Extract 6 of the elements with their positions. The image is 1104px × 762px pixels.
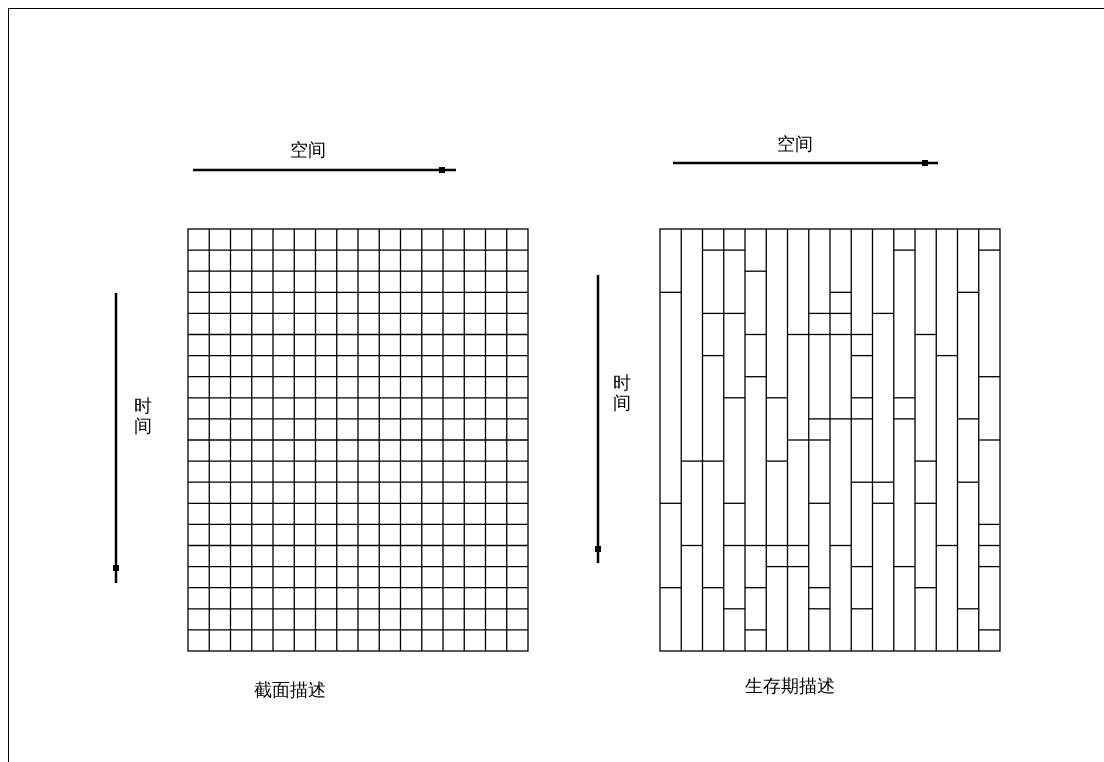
axis-label: 空间 bbox=[777, 135, 813, 153]
caption: 生存期描述 bbox=[745, 677, 835, 695]
axis-label: 时间 bbox=[134, 396, 152, 436]
axis-label: 空间 bbox=[290, 141, 326, 159]
axis-label: 时间 bbox=[613, 373, 631, 413]
caption: 截面描述 bbox=[254, 681, 326, 699]
